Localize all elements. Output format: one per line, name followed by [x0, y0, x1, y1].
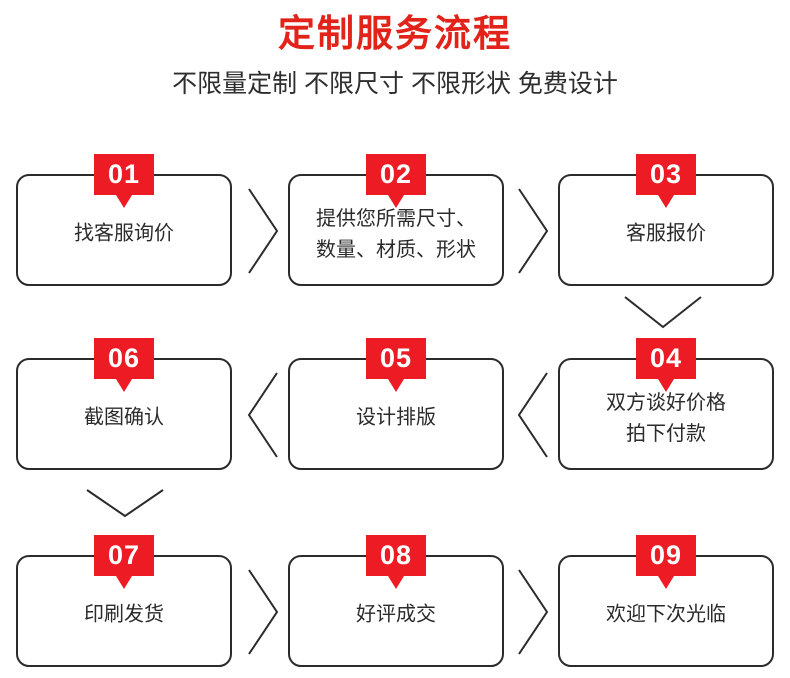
step-label-01: 找客服询价 — [74, 222, 174, 245]
flow-step-02[interactable]: 02 提供您所需尺寸、 数量、材质、形状 — [288, 154, 504, 286]
chevron-right-icon-01-02 — [246, 186, 280, 276]
step-number-badge-07: 07 — [94, 535, 154, 589]
step-number-badge-08: 08 — [366, 535, 426, 589]
page-subtitle: 不限量定制 不限尺寸 不限形状 免费设计 — [172, 70, 618, 98]
step-number-badge-03: 03 — [636, 154, 696, 208]
flow-step-04[interactable]: 04 双方谈好价格 拍下付款 — [558, 338, 774, 470]
chevron-left-icon-05-06 — [246, 370, 280, 460]
chevron-left-icon-04-05 — [516, 370, 550, 460]
step-number-badge-01: 01 — [94, 154, 154, 208]
step-number-badge-05: 05 — [366, 338, 426, 392]
chevron-down-icon-03-04 — [622, 294, 704, 330]
chevron-down-icon-06-07 — [84, 487, 166, 519]
flow-step-06[interactable]: 06 截图确认 — [16, 338, 232, 470]
chevron-right-icon-08-09 — [516, 567, 550, 657]
step-label-08: 好评成交 — [356, 603, 436, 626]
step-number-badge-04: 04 — [636, 338, 696, 392]
flow-step-03[interactable]: 03 客服报价 — [558, 154, 774, 286]
chevron-right-icon-02-03 — [516, 186, 550, 276]
step-number-badge-06: 06 — [94, 338, 154, 392]
step-label-07: 印刷发货 — [84, 603, 164, 626]
page-title: 定制服务流程 — [278, 13, 512, 54]
flow-step-09[interactable]: 09 欢迎下次光临 — [558, 535, 774, 667]
flow-step-01[interactable]: 01 找客服询价 — [16, 154, 232, 286]
flow-step-08[interactable]: 08 好评成交 — [288, 535, 504, 667]
step-number-badge-09: 09 — [636, 535, 696, 589]
flow-step-05[interactable]: 05 设计排版 — [288, 338, 504, 470]
step-label-09: 欢迎下次光临 — [606, 603, 726, 626]
flow-step-07[interactable]: 07 印刷发货 — [16, 535, 232, 667]
step-number-badge-02: 02 — [366, 154, 426, 208]
step-label-06: 截图确认 — [84, 406, 164, 429]
step-label-04: 双方谈好价格 拍下付款 — [606, 392, 726, 445]
step-label-03: 客服报价 — [626, 222, 706, 245]
chevron-right-icon-07-08 — [246, 567, 280, 657]
step-label-05: 设计排版 — [356, 406, 436, 429]
step-label-02: 提供您所需尺寸、 数量、材质、形状 — [316, 208, 476, 261]
